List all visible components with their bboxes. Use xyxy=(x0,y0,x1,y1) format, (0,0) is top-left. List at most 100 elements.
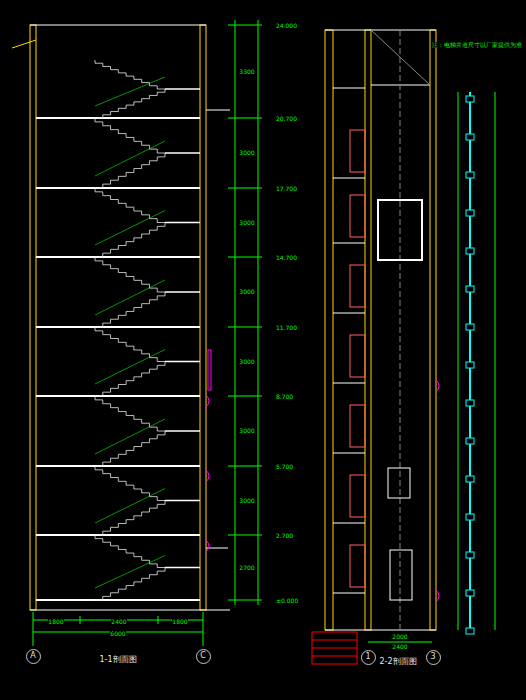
floor-slabs xyxy=(36,25,262,600)
slab xyxy=(333,593,365,594)
slab xyxy=(333,243,365,244)
dimension-tick xyxy=(228,257,262,258)
dimension-text: 3000 xyxy=(239,150,254,156)
landing xyxy=(165,567,200,569)
stair-flight xyxy=(95,327,165,362)
rail-bracket xyxy=(466,210,474,216)
handrail xyxy=(95,489,165,524)
landing-door xyxy=(350,475,365,517)
note: 注：电梯井道尺寸以厂家提供为准 xyxy=(432,42,522,48)
dimension-text: 2400 xyxy=(392,644,407,650)
dimension-text: 2700 xyxy=(239,565,254,571)
landing-door xyxy=(350,405,365,447)
rail-bracket xyxy=(466,172,474,178)
stair-flight xyxy=(95,535,165,568)
handrail xyxy=(95,556,165,589)
elevation-mark: 24.000 xyxy=(276,23,297,29)
stair-flight xyxy=(95,89,165,118)
slab xyxy=(333,178,365,179)
dimension-text: 2400 xyxy=(111,619,126,625)
rail-bracket xyxy=(466,514,474,520)
rail-bracket xyxy=(466,476,474,482)
landing-door xyxy=(350,195,365,237)
floor-slab xyxy=(36,395,200,397)
landing xyxy=(165,88,200,90)
landing xyxy=(165,152,200,154)
rail-bracket xyxy=(466,362,474,368)
slab xyxy=(333,313,365,314)
handrail xyxy=(95,350,165,385)
rail-bracket xyxy=(466,96,474,102)
view-title: 1-1剖面图 xyxy=(99,656,136,664)
dimension-text: 1800 xyxy=(172,619,187,625)
landing xyxy=(165,500,200,502)
slab xyxy=(333,453,365,454)
axis-letter: 3 xyxy=(430,653,435,661)
dimension-text: 2000 xyxy=(392,634,407,640)
stair-flight xyxy=(95,257,165,292)
landing-door xyxy=(350,130,365,172)
axis-letter: A xyxy=(30,652,35,660)
handrail xyxy=(95,211,165,246)
dimension-text: 1800 xyxy=(48,619,63,625)
elevation-mark: 14.700 xyxy=(276,255,297,261)
handrail xyxy=(95,141,165,176)
stair-flights xyxy=(95,60,200,600)
landing-door xyxy=(350,265,365,307)
landing xyxy=(165,361,200,363)
stair-flight xyxy=(95,188,165,223)
dimension-text: 3000 xyxy=(239,428,254,434)
landing xyxy=(165,291,200,293)
slab xyxy=(333,523,365,524)
axis-bubble: A xyxy=(26,649,41,664)
right-section xyxy=(312,30,495,664)
landing-door xyxy=(350,545,365,587)
dimension-tick xyxy=(228,327,262,328)
dimension-text: 3000 xyxy=(239,220,254,226)
axis-bubble: C xyxy=(196,649,211,664)
landing-door xyxy=(350,335,365,377)
rail-bracket xyxy=(466,324,474,330)
floor-slab xyxy=(36,256,200,258)
dimension-text: 3000 xyxy=(239,359,254,365)
view-title: 2-2剖面图 xyxy=(379,658,416,666)
rail-bracket xyxy=(466,438,474,444)
stair-flight xyxy=(95,60,165,89)
rail-bracket xyxy=(466,286,474,292)
rail-bracket xyxy=(466,590,474,596)
elevation-mark: 5.700 xyxy=(276,464,293,470)
floor-slab xyxy=(36,326,200,328)
dimension-text: 6000 xyxy=(110,631,125,637)
floor-slab xyxy=(36,534,200,536)
stair-flight xyxy=(95,568,165,601)
handrail xyxy=(95,77,165,106)
floor-slab xyxy=(36,117,200,119)
slab xyxy=(333,383,365,384)
dimension-tick xyxy=(228,118,262,119)
floor-slab xyxy=(36,599,200,601)
dimension-tick xyxy=(228,600,262,601)
stair-flight xyxy=(95,118,165,153)
elevation-mark: 11.700 xyxy=(276,325,297,331)
floor-slab xyxy=(36,465,200,467)
dimension-text: 3000 xyxy=(239,498,254,504)
dimension-text: 3300 xyxy=(239,69,254,75)
dimension-tick xyxy=(228,535,262,536)
elevation-mark: 8.700 xyxy=(276,394,293,400)
elevation-mark: 20.700 xyxy=(276,116,297,122)
elevation-mark: 2.700 xyxy=(276,533,293,539)
dimension-tick xyxy=(228,396,262,397)
axis-letter: 1 xyxy=(365,653,370,661)
landing-doors xyxy=(333,130,365,593)
dimension-tick xyxy=(228,188,262,189)
axis-bubble: 1 xyxy=(361,650,376,665)
floor-slab xyxy=(36,187,200,189)
axis-bubble: 3 xyxy=(426,650,441,665)
stair-flight xyxy=(95,466,165,501)
rail-bracket xyxy=(466,400,474,406)
elevation-mark: ±0.000 xyxy=(276,598,298,604)
dimension-tick xyxy=(228,466,262,467)
rail-bracket xyxy=(466,248,474,254)
